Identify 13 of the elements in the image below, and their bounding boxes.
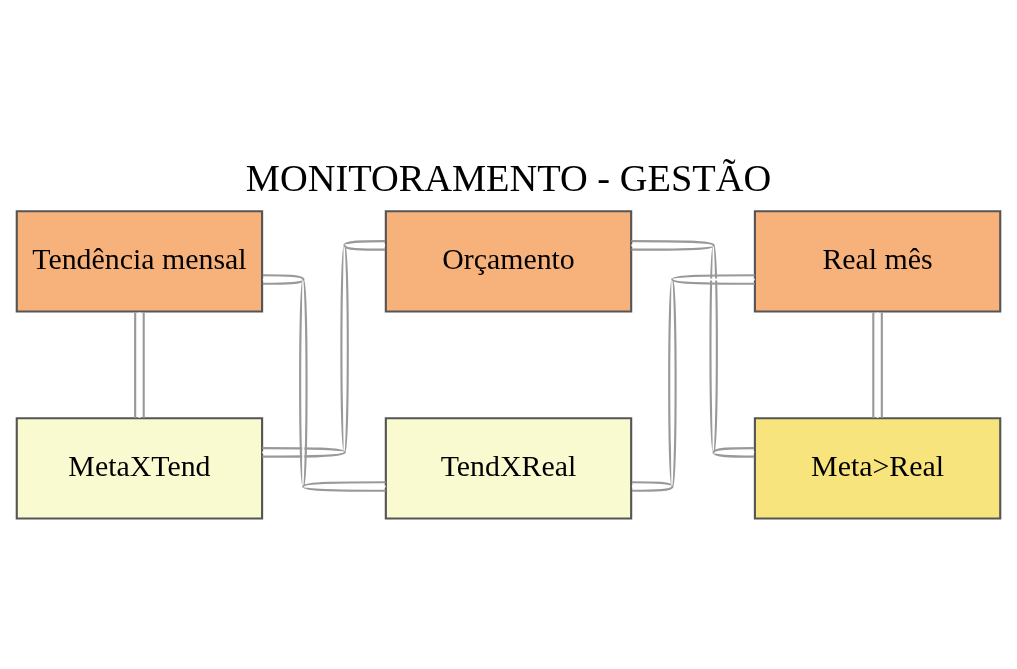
connector <box>631 273 755 492</box>
connector <box>262 239 386 458</box>
connector <box>631 239 755 458</box>
connector <box>134 312 145 418</box>
diagram-title: MONITORAMENTO - GESTÃO <box>245 156 772 199</box>
node-box: Orçamento <box>384 209 633 313</box>
node-box: TendXReal <box>384 416 633 520</box>
node-box: MetaXTend <box>15 416 264 520</box>
connector <box>262 273 386 492</box>
connector <box>872 312 883 418</box>
node-box: Meta>Real <box>753 416 1002 520</box>
node-box: Real mês <box>753 209 1002 313</box>
node-box: Tendência mensal <box>15 209 264 313</box>
